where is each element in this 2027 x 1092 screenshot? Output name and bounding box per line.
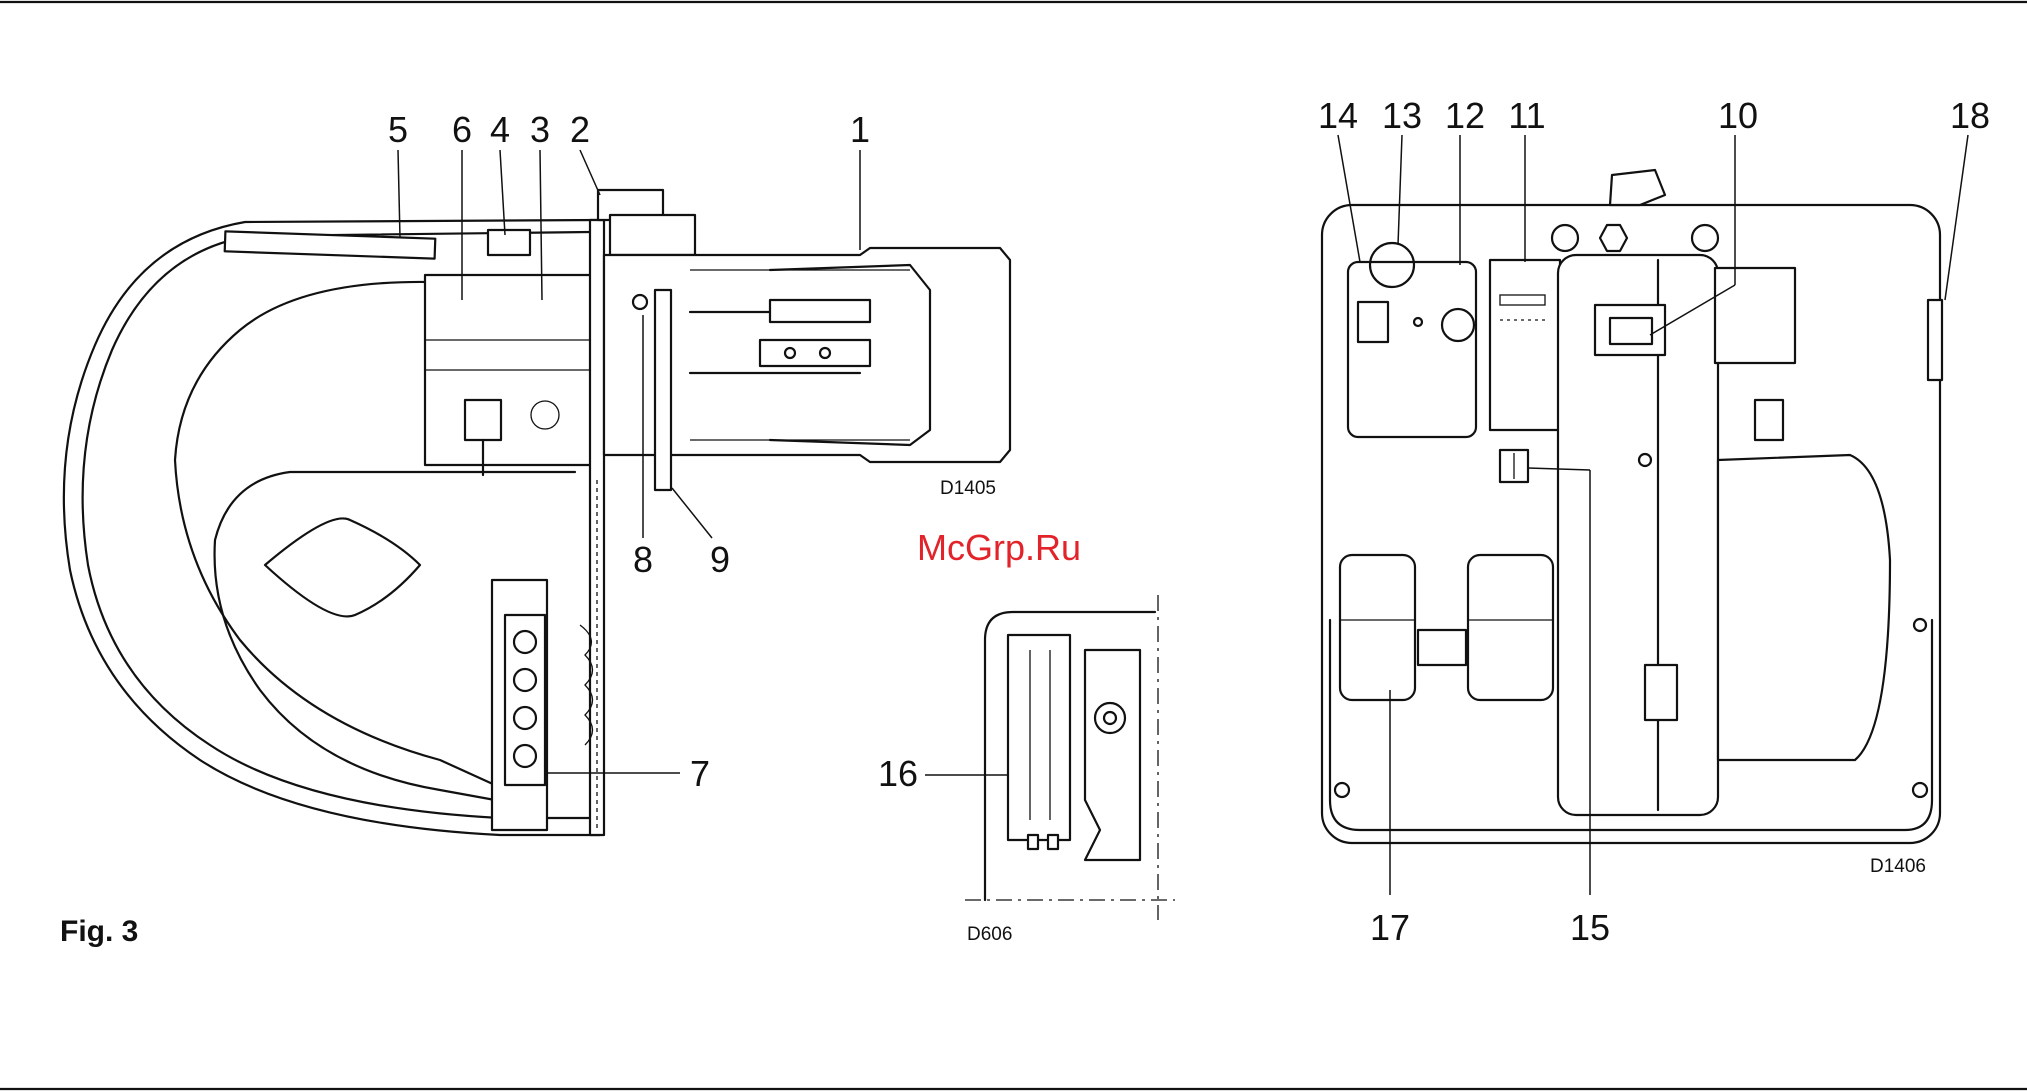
head-collar [610,215,695,255]
leader-18 [1945,135,1968,300]
leader-5 [398,150,400,238]
top-cable-gland [1610,170,1665,205]
control-panel-view [1322,135,1968,895]
callout-17: 17 [1370,907,1410,948]
terminal-strip [505,615,545,785]
control-box [1348,262,1476,437]
screw-top-1 [1552,225,1578,251]
nozzle-holder [760,340,870,366]
mounting-flange [590,220,604,835]
callout-7: 7 [690,753,710,794]
callout-2: 2 [570,109,590,150]
callout-10: 10 [1718,95,1758,136]
callout-14: 14 [1318,95,1358,136]
drawing-code-left: D1405 [940,478,996,499]
corner-screw-br [1913,783,1927,797]
callout-5: 5 [388,109,408,150]
drawing-code-inset: D606 [967,924,1012,945]
callout-11: 11 [1508,95,1545,136]
burner-side-view [64,150,1010,835]
air-inlet-opening [265,518,420,616]
nut-top [1600,225,1627,251]
inset-terminal-block [1008,635,1070,840]
callout-6: 6 [452,109,472,150]
capacitor-left [1340,555,1415,700]
electronic-module [1490,260,1560,430]
capacitor-right [1468,555,1553,700]
inset-pin-1 [1028,835,1038,849]
motor-cap [1715,268,1795,363]
callout-3: 3 [530,109,550,150]
callout-1: 1 [850,109,870,150]
leader-4 [500,150,505,235]
callout-15: 15 [1570,907,1610,948]
inset-pin-2 [1048,835,1058,849]
leader-9 [672,488,712,538]
callout-9: 9 [710,539,730,580]
inset-detail [925,595,1175,920]
air-damper-knob [488,230,530,255]
transformer-window [1595,305,1665,355]
screw-top-2 [1692,225,1718,251]
transformer-clip [1645,665,1677,720]
drawing-code-right: D1406 [1870,856,1926,877]
pump-stem [465,400,501,440]
electrode-holder [770,300,870,322]
motor-tube [225,231,436,258]
coupler [1418,630,1466,665]
side-cable-gland [1928,300,1942,380]
leader-2 [580,150,600,195]
inset-control-box [1085,650,1140,860]
leader-13 [1398,135,1402,245]
flange-gasket [655,290,671,490]
callout-13: 13 [1382,95,1422,136]
figure-caption: Fig. 3 [60,915,138,948]
motor-coupling [1755,400,1783,440]
callout-8: 8 [633,539,653,580]
callout-16: 16 [878,753,918,794]
watermark-text: McGrp.Ru [917,527,1081,568]
callout-4: 4 [490,109,510,150]
motor-body [1718,455,1890,760]
side-screw [1914,619,1926,631]
corner-screw-bl [1335,783,1349,797]
leader-14 [1338,135,1360,262]
callout-18: 18 [1950,95,1990,136]
callout-12: 12 [1445,95,1485,136]
